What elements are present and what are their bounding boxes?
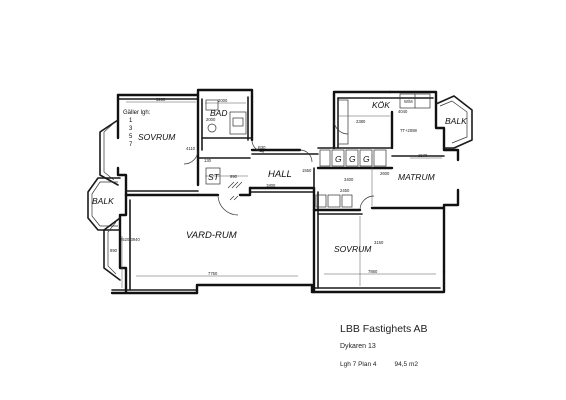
legend-item-1: 1 [129, 118, 133, 124]
fixtures [205, 93, 431, 208]
storage-mark: ST [208, 172, 220, 182]
dim-990: 990 [230, 174, 238, 179]
tp-mark: TT+2088 [400, 128, 418, 133]
outer-walls [110, 88, 460, 295]
room-label-balcony-right: BALK [445, 116, 467, 126]
dim-7750: 7750 [208, 271, 218, 276]
room-label-bedroom-right: SOVRUM [334, 244, 372, 254]
room-label-kitchen: KÖK [372, 100, 390, 110]
dim-7860: 7860 [368, 269, 378, 274]
dim-2600: 2600 [380, 171, 390, 176]
b30-mark: B30 [258, 145, 266, 150]
legend-item-3: 3 [129, 126, 133, 132]
dim-3150: 3150 [374, 240, 384, 245]
room-label-hall: HALL [268, 169, 292, 180]
room-label-living: VARD-RUM [186, 230, 237, 241]
dim-3400: 3400 [344, 177, 354, 182]
dim-2450: 2450 [340, 188, 350, 193]
room-label-bedroom-left: SOVRUM [138, 132, 176, 142]
fixture-marks: ST W/M G G G B30 TT+2088 [208, 99, 418, 182]
legend-item-5: 5 [129, 134, 133, 140]
dim-2380: 2380 [356, 119, 366, 124]
washer-mark: W/M [404, 99, 413, 104]
balconies [87, 95, 473, 281]
dim-4110: 4110 [186, 146, 196, 151]
dim-2520: 2520 3940 [120, 237, 140, 242]
doors [183, 119, 375, 216]
apartment-area: 94,5 m2 [394, 361, 419, 368]
dim-2000: 2000 [218, 98, 228, 103]
legend-item-7: 7 [129, 142, 133, 148]
dim-3260: 3260 [156, 97, 166, 102]
dim-1800: 1800 [266, 183, 276, 188]
room-label-bath: BAD [210, 108, 227, 118]
room-label-dining: MATRUM [398, 172, 436, 182]
company-name: LBB Fastighets AB [340, 323, 428, 335]
appliance-mark-3: G [363, 154, 370, 164]
apartment-info: Lgh 7 Plan 4 94,5 m2 [340, 361, 418, 368]
appliance-mark-2: G [349, 154, 356, 164]
apartment-label: Lgh 7 Plan 4 [340, 361, 377, 368]
dimension-lines [121, 101, 442, 288]
dimension-labels: 3260 2000 2000 4110 130 990 1800 1550 23… [110, 97, 428, 276]
property-name: Dykaren 13 [340, 343, 376, 350]
dim-1570: 1570 [418, 153, 428, 158]
legend-title: Gäller lgh: [123, 110, 151, 116]
room-labels: SOVRUM BAD HALL KÖK MATRUM VARD-RUM SOVR… [92, 100, 467, 254]
dim-890: 890 [110, 248, 118, 253]
apartment-legend: Gäller lgh: 1 3 5 7 [123, 110, 151, 148]
interior-walls [124, 93, 446, 294]
dim-1550: 1550 [302, 168, 312, 173]
dim-4040: 4040 [398, 109, 408, 114]
appliance-mark-1: G [335, 154, 342, 164]
room-label-balcony-left: BALK [92, 196, 114, 206]
dim-130: 130 [204, 158, 212, 163]
dim-2000b: 2000 [206, 117, 216, 122]
